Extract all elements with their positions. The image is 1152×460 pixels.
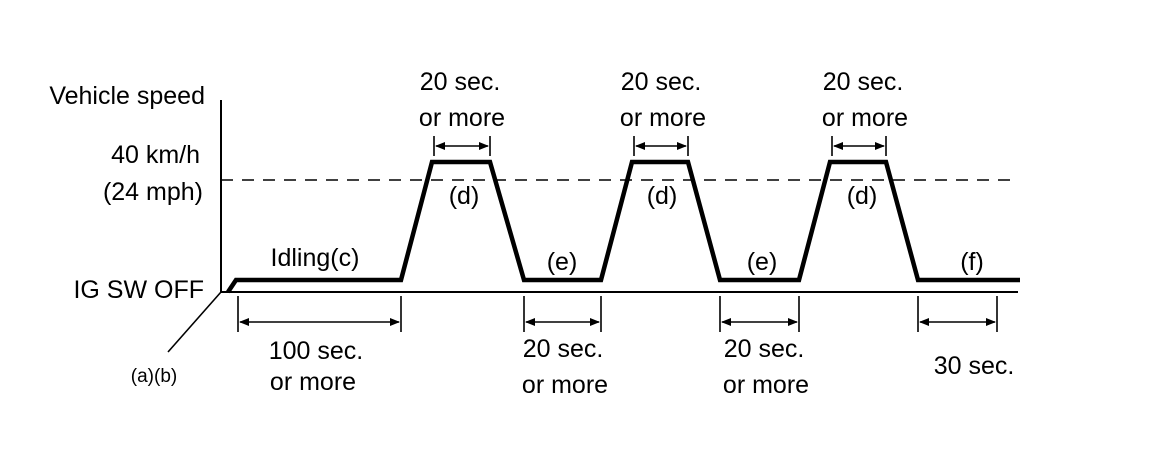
target-speed-kmh-label: 40 km/h (111, 141, 200, 169)
top-duration-3-line2: or more (822, 104, 908, 132)
speed-profile-line (226, 159, 1020, 294)
phase-e-label-2: (e) (747, 248, 778, 276)
phase-d-label-3: (d) (847, 182, 878, 210)
top-duration-2-line2: or more (620, 104, 706, 132)
top-duration-1-line1: 20 sec. (420, 68, 501, 96)
stop-duration-2-line1: 20 sec. (724, 335, 805, 363)
phase-e-label-1: (e) (547, 248, 578, 276)
top-duration-arrows (433, 136, 887, 156)
y-axis-label: Vehicle speed (49, 82, 205, 110)
phase-f-label: (f) (960, 248, 984, 276)
bottom-duration-arrows (237, 296, 998, 332)
stop-duration-2-line2: or more (723, 371, 809, 399)
start-point-label: (a)(b) (131, 366, 177, 387)
ig-sw-off-label: IG SW OFF (73, 276, 204, 304)
idling-phase-label: Idling(c) (271, 244, 360, 272)
final-duration-label: 30 sec. (934, 352, 1015, 380)
top-duration-2-line1: 20 sec. (621, 68, 702, 96)
phase-d-label-1: (d) (449, 182, 480, 210)
target-speed-mph-label: (24 mph) (103, 178, 203, 206)
top-duration-1-line2: or more (419, 104, 505, 132)
stop-duration-1-line1: 20 sec. (523, 335, 604, 363)
top-duration-3-line1: 20 sec. (823, 68, 904, 96)
start-leader-line (167, 291, 222, 353)
idle-duration-line1: 100 sec. (269, 337, 364, 365)
stop-duration-1-line2: or more (522, 371, 608, 399)
idle-duration-line2: or more (270, 368, 356, 396)
phase-d-label-2: (d) (647, 182, 678, 210)
